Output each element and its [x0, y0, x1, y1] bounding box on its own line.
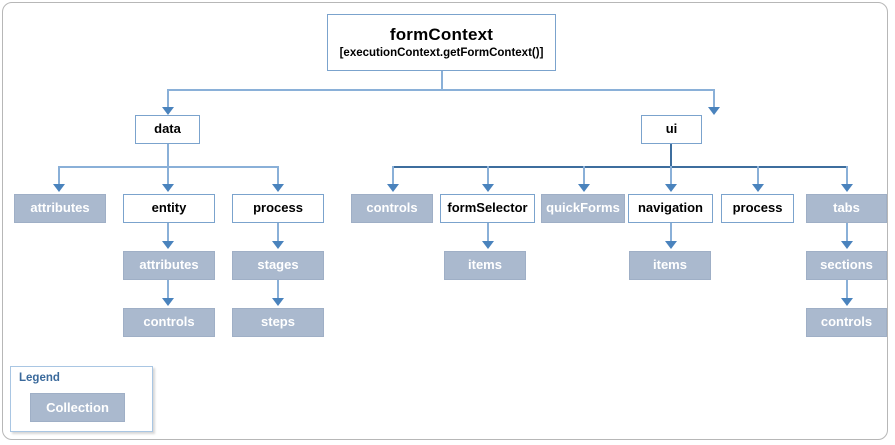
node-formselector[interactable]: formSelector [440, 194, 535, 223]
node-entity-attributes[interactable]: attributes [123, 251, 215, 280]
connector-data-to-attributes [58, 166, 60, 186]
node-data-label: data [154, 121, 181, 137]
node-stages-label: stages [257, 257, 299, 273]
node-navigation[interactable]: navigation [628, 194, 713, 223]
connector-formselector-to-items [487, 223, 489, 243]
connector-ui-to-quickforms [583, 166, 585, 186]
arrow-to-quickforms [578, 184, 590, 192]
arrow-to-tabs [841, 184, 853, 192]
connector-root-to-ui [713, 89, 715, 110]
node-navigation-items-label: items [653, 257, 687, 273]
node-ui-process[interactable]: process [721, 194, 794, 223]
arrow-to-ui-controls [387, 184, 399, 192]
arrow-navigation-items [665, 241, 677, 249]
node-entity[interactable]: entity [123, 194, 215, 223]
connector-process-to-stages [277, 223, 279, 243]
node-sections[interactable]: sections [806, 251, 887, 280]
connector-ui-bus-left-dark [392, 166, 670, 168]
node-entity-attributes-label: attributes [139, 257, 199, 273]
arrow-to-data [162, 107, 174, 115]
legend-collection-label: Collection [46, 400, 109, 415]
node-steps[interactable]: steps [232, 308, 324, 337]
node-data-attributes[interactable]: attributes [14, 194, 106, 223]
node-steps-label: steps [261, 314, 295, 330]
node-stages[interactable]: stages [232, 251, 324, 280]
node-navigation-label: navigation [637, 200, 703, 216]
connector-ui-stem [670, 144, 672, 168]
arrow-to-entity [162, 184, 174, 192]
arrow-entity-attributes [162, 241, 174, 249]
node-entity-attributes-controls[interactable]: controls [123, 308, 215, 337]
node-navigation-items[interactable]: items [629, 251, 711, 280]
node-data[interactable]: data [135, 115, 200, 144]
node-ui-label: ui [665, 121, 678, 137]
node-ui[interactable]: ui [641, 115, 702, 144]
connector-entity-to-attributes [167, 223, 169, 243]
connector-sections-to-controls [846, 280, 848, 300]
node-sections-label: sections [820, 257, 873, 273]
connector-tabs-to-sections [846, 223, 848, 243]
node-formselector-label: formSelector [447, 200, 528, 216]
arrow-formselector-items [482, 241, 494, 249]
legend-collection-swatch: Collection [30, 393, 125, 422]
node-data-process[interactable]: process [232, 194, 324, 223]
formcontext-subtitle: [executionContext.getFormContext()] [339, 47, 544, 60]
arrow-to-ui [708, 107, 720, 115]
connector-ui-to-navigation [670, 166, 672, 186]
node-tabs-label: tabs [833, 200, 860, 216]
arrow-to-data-process [272, 184, 284, 192]
node-entity-label: entity [151, 200, 187, 216]
connector-stages-to-steps [277, 280, 279, 300]
arrow-to-navigation [665, 184, 677, 192]
connector-ui-to-controls [392, 166, 394, 186]
arrow-attributes-controls [162, 298, 174, 306]
connector-ui-to-process [757, 166, 759, 186]
node-formselector-items[interactable]: items [444, 251, 526, 280]
connector-data-stem [167, 144, 169, 168]
formcontext-title: formContext [389, 24, 494, 44]
node-ui-controls-label: controls [366, 200, 418, 216]
arrow-to-data-attributes [53, 184, 65, 192]
arrow-sections-controls [841, 298, 853, 306]
connector-data-to-entity [167, 166, 169, 186]
node-ui-controls[interactable]: controls [351, 194, 433, 223]
arrow-tabs-sections [841, 241, 853, 249]
connector-attributes-to-controls [167, 280, 169, 300]
connector-root-bus [168, 89, 714, 91]
connector-navigation-to-items [670, 223, 672, 243]
connector-data-to-process [277, 166, 279, 186]
arrow-to-ui-process [752, 184, 764, 192]
node-formselector-items-label: items [468, 257, 502, 273]
node-sections-controls[interactable]: controls [806, 308, 887, 337]
connector-ui-to-tabs [846, 166, 848, 186]
arrow-process-stages [272, 241, 284, 249]
node-entity-attributes-controls-label: controls [143, 314, 195, 330]
connector-root-stem [441, 71, 443, 91]
connector-root-to-data [167, 89, 169, 110]
node-formcontext[interactable]: formContext [executionContext.getFormCon… [327, 14, 556, 71]
connector-ui-to-formselector [487, 166, 489, 186]
node-quickforms[interactable]: quickForms [541, 194, 625, 223]
arrow-to-formselector [482, 184, 494, 192]
node-tabs[interactable]: tabs [806, 194, 887, 223]
node-sections-controls-label: controls [820, 314, 873, 330]
node-data-attributes-label: attributes [30, 200, 90, 216]
legend-panel: Legend Collection [10, 366, 153, 432]
legend-title: Legend [19, 372, 60, 384]
node-quickforms-label: quickForms [546, 200, 620, 216]
arrow-stages-steps [272, 298, 284, 306]
node-ui-process-label: process [732, 200, 783, 216]
node-data-process-label: process [253, 200, 303, 216]
